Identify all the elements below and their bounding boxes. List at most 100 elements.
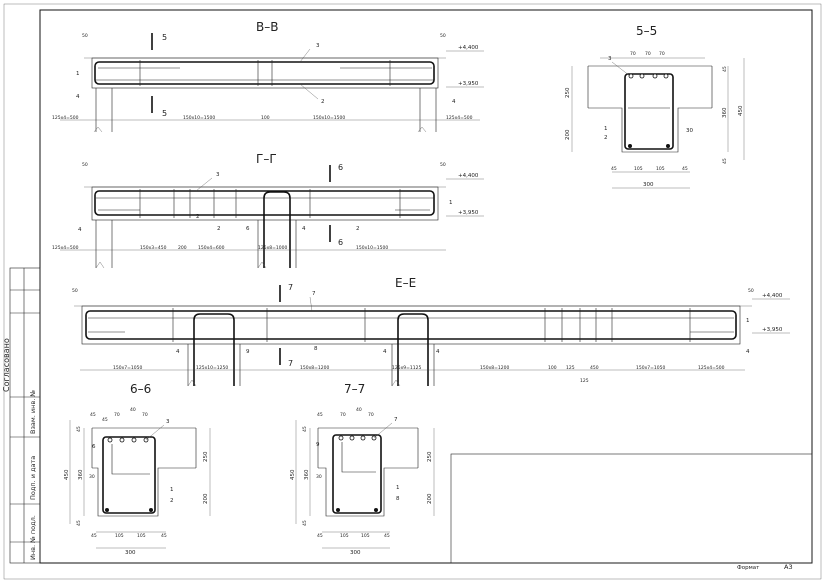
section-66-title: 6–6 [130,382,151,396]
s66-outline [91,427,197,517]
side-stamp: Согласовано Взам. инв. № Подп. и дата Ин… [2,267,41,564]
svg-text:2: 2 [170,498,174,504]
svg-text:45: 45 [682,166,688,172]
svg-text:40: 40 [130,407,136,413]
format-label: Формат [737,565,760,571]
sheet-inner-frame [39,9,813,564]
svg-text:100: 100 [548,365,557,371]
svg-text:4: 4 [76,94,80,100]
svg-text:6: 6 [92,444,96,450]
svg-text:3: 3 [316,43,320,49]
svg-text:450: 450 [738,105,744,116]
svg-text:2: 2 [196,214,200,220]
section-gg: Г–Г 6 6 +4,400 +3,950 3 1 4 [52,152,484,269]
beam-ee-cage [85,310,737,340]
gg-column [263,191,291,268]
svg-text:1: 1 [396,485,400,491]
svg-text:2: 2 [321,99,325,105]
stamp-replaced-inv: Взам. инв. № [29,390,37,434]
svg-text:150x10=1500: 150x10=1500 [183,115,215,121]
sheet-outer-frame [3,3,822,580]
svg-text:50: 50 [82,162,88,168]
s55-total: 300 [643,182,654,188]
ee-column-2 [397,313,429,386]
svg-text:+3,950: +3,950 [762,327,783,333]
svg-text:1: 1 [746,318,750,324]
svg-text:70: 70 [340,412,346,418]
svg-text:150x7=1050: 150x7=1050 [113,365,142,371]
svg-text:1: 1 [76,71,80,77]
svg-text:70: 70 [645,51,651,57]
beam-gg-stirrups [139,189,401,218]
svg-text:125x10=1250: 125x10=1250 [196,365,228,371]
svg-text:450: 450 [64,469,70,480]
stamp-inv-original: Инв. № подл. [29,515,37,560]
svg-text:360: 360 [722,107,728,118]
svg-text:+4,400: +4,400 [762,293,783,299]
svg-text:250: 250 [427,451,433,462]
stamp-agreed: Согласовано [2,338,11,392]
svg-text:4: 4 [746,349,750,355]
svg-text:50: 50 [82,33,88,39]
svg-text:70: 70 [114,412,120,418]
svg-text:2: 2 [604,135,608,141]
svg-text:200: 200 [203,493,209,504]
svg-text:50: 50 [440,33,446,39]
svg-text:+3,950: +3,950 [458,210,479,216]
svg-text:105: 105 [361,533,370,539]
section-7-7: 7–7 45 70 40 70 45 105 105 45 300 45 360… [290,382,435,556]
svg-text:45: 45 [76,426,82,432]
svg-text:125x8=1000: 125x8=1000 [258,245,287,251]
svg-text:50: 50 [72,288,78,294]
svg-text:45: 45 [76,520,82,526]
section-gg-title: Г–Г [256,152,277,166]
svg-text:200: 200 [565,129,571,140]
svg-text:125x4=500: 125x4=500 [446,115,473,121]
svg-text:45: 45 [91,533,97,539]
svg-text:7: 7 [288,283,293,292]
svg-text:125x4=500: 125x4=500 [52,115,79,121]
svg-text:125: 125 [566,365,575,371]
svg-text:105: 105 [656,166,665,172]
svg-text:45: 45 [161,533,167,539]
svg-text:105: 105 [634,166,643,172]
svg-text:7: 7 [288,359,293,368]
svg-text:6: 6 [246,226,250,232]
svg-text:105: 105 [137,533,146,539]
bb-elev-top: +4,400 [458,45,479,51]
svg-text:4: 4 [436,349,440,355]
svg-text:3: 3 [166,419,170,425]
s55-outline [587,65,713,153]
svg-text:6: 6 [338,238,343,247]
svg-text:250: 250 [203,451,209,462]
ee-column-1 [193,313,235,386]
svg-text:4: 4 [176,349,180,355]
beam-ee-stirrups [172,308,691,342]
svg-text:45: 45 [317,412,323,418]
svg-text:40: 40 [356,407,362,413]
svg-text:30: 30 [89,474,95,480]
svg-text:8: 8 [396,496,400,502]
beam-bb-stirrups [139,60,391,86]
svg-text:45: 45 [302,520,308,526]
svg-text:+4,400: +4,400 [458,173,479,179]
svg-text:70: 70 [142,412,148,418]
svg-text:125: 125 [580,378,589,384]
section-ee-title: Е–Е [395,276,416,290]
s66-total: 300 [125,550,136,556]
svg-text:360: 360 [78,469,84,480]
svg-text:200: 200 [427,493,433,504]
svg-text:450: 450 [590,365,599,371]
svg-text:70: 70 [368,412,374,418]
svg-text:125x4=500: 125x4=500 [52,245,79,251]
svg-text:45: 45 [384,533,390,539]
svg-text:1: 1 [604,126,608,132]
s77-total: 300 [350,550,361,556]
svg-text:30: 30 [316,474,322,480]
svg-text:45: 45 [611,166,617,172]
svg-text:9: 9 [246,349,250,355]
svg-text:250: 250 [565,87,571,98]
svg-text:150x7=1050: 150x7=1050 [636,365,665,371]
svg-text:150x10=1500: 150x10=1500 [356,245,388,251]
